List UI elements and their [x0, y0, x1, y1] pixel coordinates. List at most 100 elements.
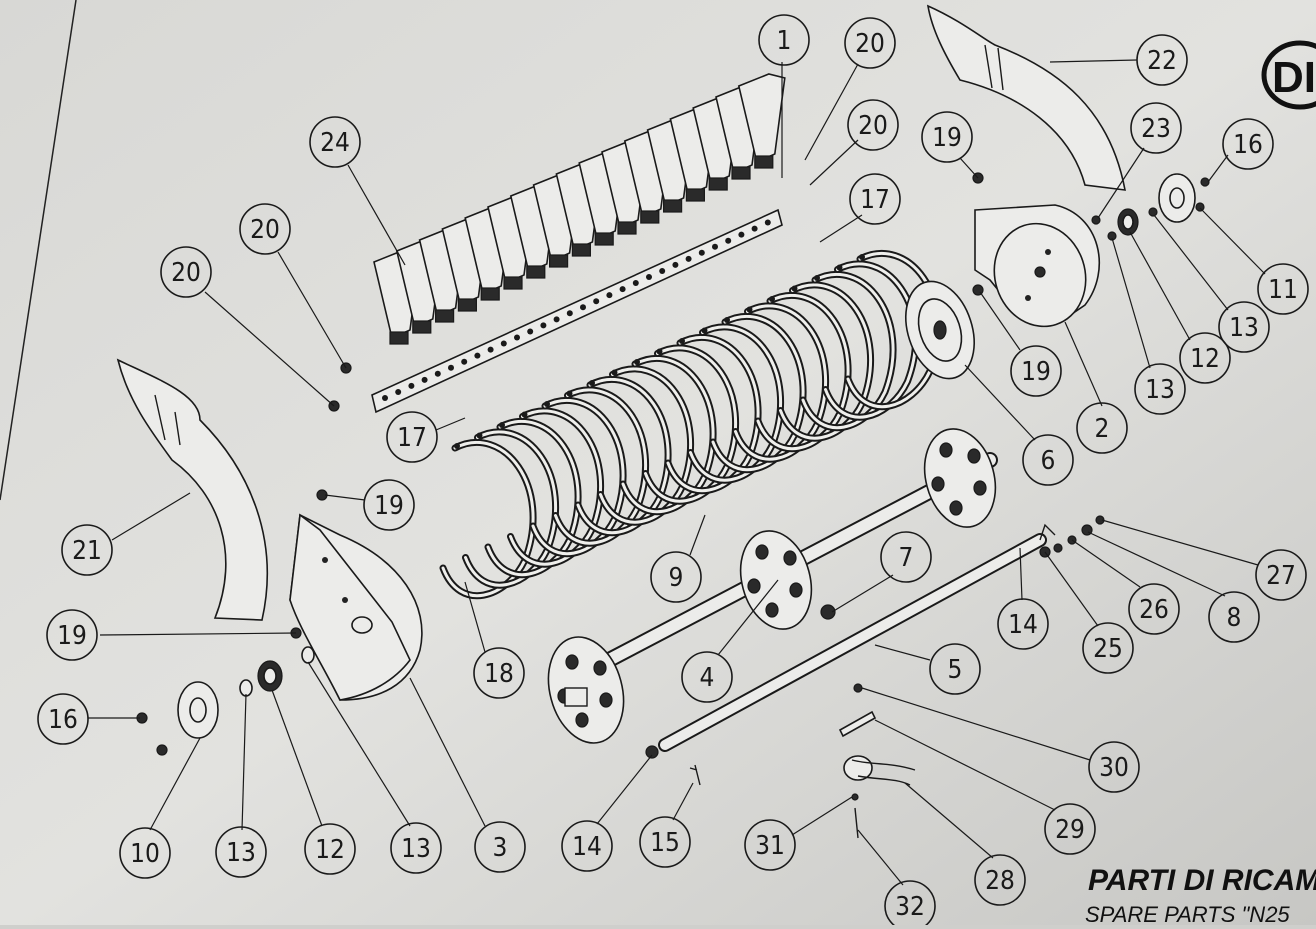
finger-clamp	[708, 177, 728, 191]
callout-number: 15	[650, 828, 680, 858]
callout-number: 6	[1041, 446, 1056, 476]
bar-hole	[698, 249, 705, 256]
leader-line-31	[791, 796, 853, 836]
callout-14: 14	[561, 820, 613, 872]
bar-hole	[751, 225, 758, 232]
callout-13: 13	[215, 826, 267, 878]
callout-number: 23	[1141, 114, 1171, 144]
callout-circle	[160, 246, 212, 298]
callout-number: 13	[1229, 313, 1259, 343]
bar-hole	[408, 382, 415, 389]
leader-line-3	[409, 677, 486, 827]
callout-number: 4	[700, 663, 715, 693]
page-border-line	[0, 0, 77, 501]
tine-bolt	[611, 369, 618, 376]
finger-clamp	[731, 166, 751, 180]
leader-line-10	[149, 737, 201, 831]
callout-7: 7	[880, 531, 932, 583]
callout-19: 19	[46, 609, 98, 661]
callout-18: 18	[473, 647, 525, 699]
tine-bolt	[499, 422, 505, 428]
callout-circle	[215, 826, 267, 878]
callout-number: 10	[130, 839, 160, 869]
leader-line-17	[435, 417, 466, 431]
callout-23: 23	[1130, 102, 1182, 154]
bar-hole	[712, 243, 718, 250]
finger-clamp	[457, 298, 477, 312]
page-subtitle: SPARE PARTS "N25	[1085, 902, 1290, 925]
callout-circle	[61, 524, 113, 576]
callout-number: 21	[72, 536, 102, 566]
tine-bolt	[589, 380, 595, 386]
disc-bolt	[575, 712, 589, 728]
callout-25: 25	[1082, 622, 1134, 674]
callout-circle	[847, 99, 899, 151]
tine-highlight	[621, 357, 715, 514]
callout-circle	[880, 531, 932, 583]
bar-hole	[500, 340, 507, 347]
callout-number: 13	[1145, 375, 1175, 405]
leader-line-14	[596, 754, 653, 825]
tine-bolt	[679, 338, 685, 344]
leader-line-20	[809, 139, 859, 186]
callout-circle	[363, 479, 415, 531]
tine-highlight	[464, 430, 558, 587]
part-5-lower-shaft	[658, 523, 1056, 752]
callout-number: 16	[48, 705, 78, 735]
tine-bolt	[454, 443, 460, 449]
bar-hole	[487, 346, 494, 353]
leader-line-4	[717, 579, 779, 656]
callout-circle	[639, 816, 691, 868]
leader-line-25	[1044, 551, 1099, 627]
callout-13: 13	[1134, 363, 1186, 415]
leader-line-13	[307, 661, 411, 827]
disc-bolt	[939, 442, 953, 458]
callout-24: 24	[309, 116, 361, 168]
callout-circle	[474, 821, 526, 873]
callout-20: 20	[160, 246, 212, 298]
bar-hole	[553, 316, 560, 323]
bar-hole	[593, 298, 600, 305]
part-21-detail-lines	[154, 394, 181, 446]
leader-line-13	[1153, 214, 1229, 311]
scraper-finger	[737, 73, 786, 164]
leader-line-16	[1207, 154, 1229, 183]
part-1-bar-holes	[382, 219, 771, 401]
tine-bolt	[814, 275, 820, 281]
callout-circle	[561, 820, 613, 872]
disc-bolt	[747, 578, 761, 594]
callout-number: 19	[57, 621, 87, 651]
leader-line-6	[964, 364, 1036, 441]
callout-number: 22	[1147, 46, 1177, 76]
callout-number: 28	[985, 866, 1015, 896]
callout-circle	[1082, 622, 1134, 674]
callout-circle	[1208, 591, 1260, 643]
bar-hole	[448, 364, 454, 371]
finger-clamp	[754, 155, 774, 169]
callout-22: 22	[1136, 34, 1188, 86]
leader-line-28	[904, 782, 994, 859]
tine-bolt	[701, 327, 708, 334]
bar-hole	[540, 322, 547, 329]
leader-line-14	[1019, 547, 1023, 601]
leader-line-8	[1087, 531, 1226, 597]
logo-text: DI	[1272, 53, 1316, 102]
finger-clamp	[640, 210, 660, 224]
tine-highlight	[779, 283, 873, 440]
callout-12: 12	[1179, 332, 1231, 384]
callout-number: 8	[1227, 603, 1242, 633]
callout-number: 20	[171, 258, 201, 288]
callout-13: 13	[1218, 301, 1270, 353]
callout-circle	[1136, 34, 1188, 86]
leader-line-23	[1097, 147, 1145, 219]
bar-hole	[382, 395, 388, 401]
bar-hole	[395, 388, 402, 395]
callout-number: 30	[1099, 753, 1129, 783]
finger-clamp	[617, 221, 637, 235]
callout-number: 9	[669, 563, 684, 593]
callout-circle	[1076, 402, 1128, 454]
callout-number: 14	[1008, 610, 1038, 640]
callout-circle	[386, 411, 438, 463]
